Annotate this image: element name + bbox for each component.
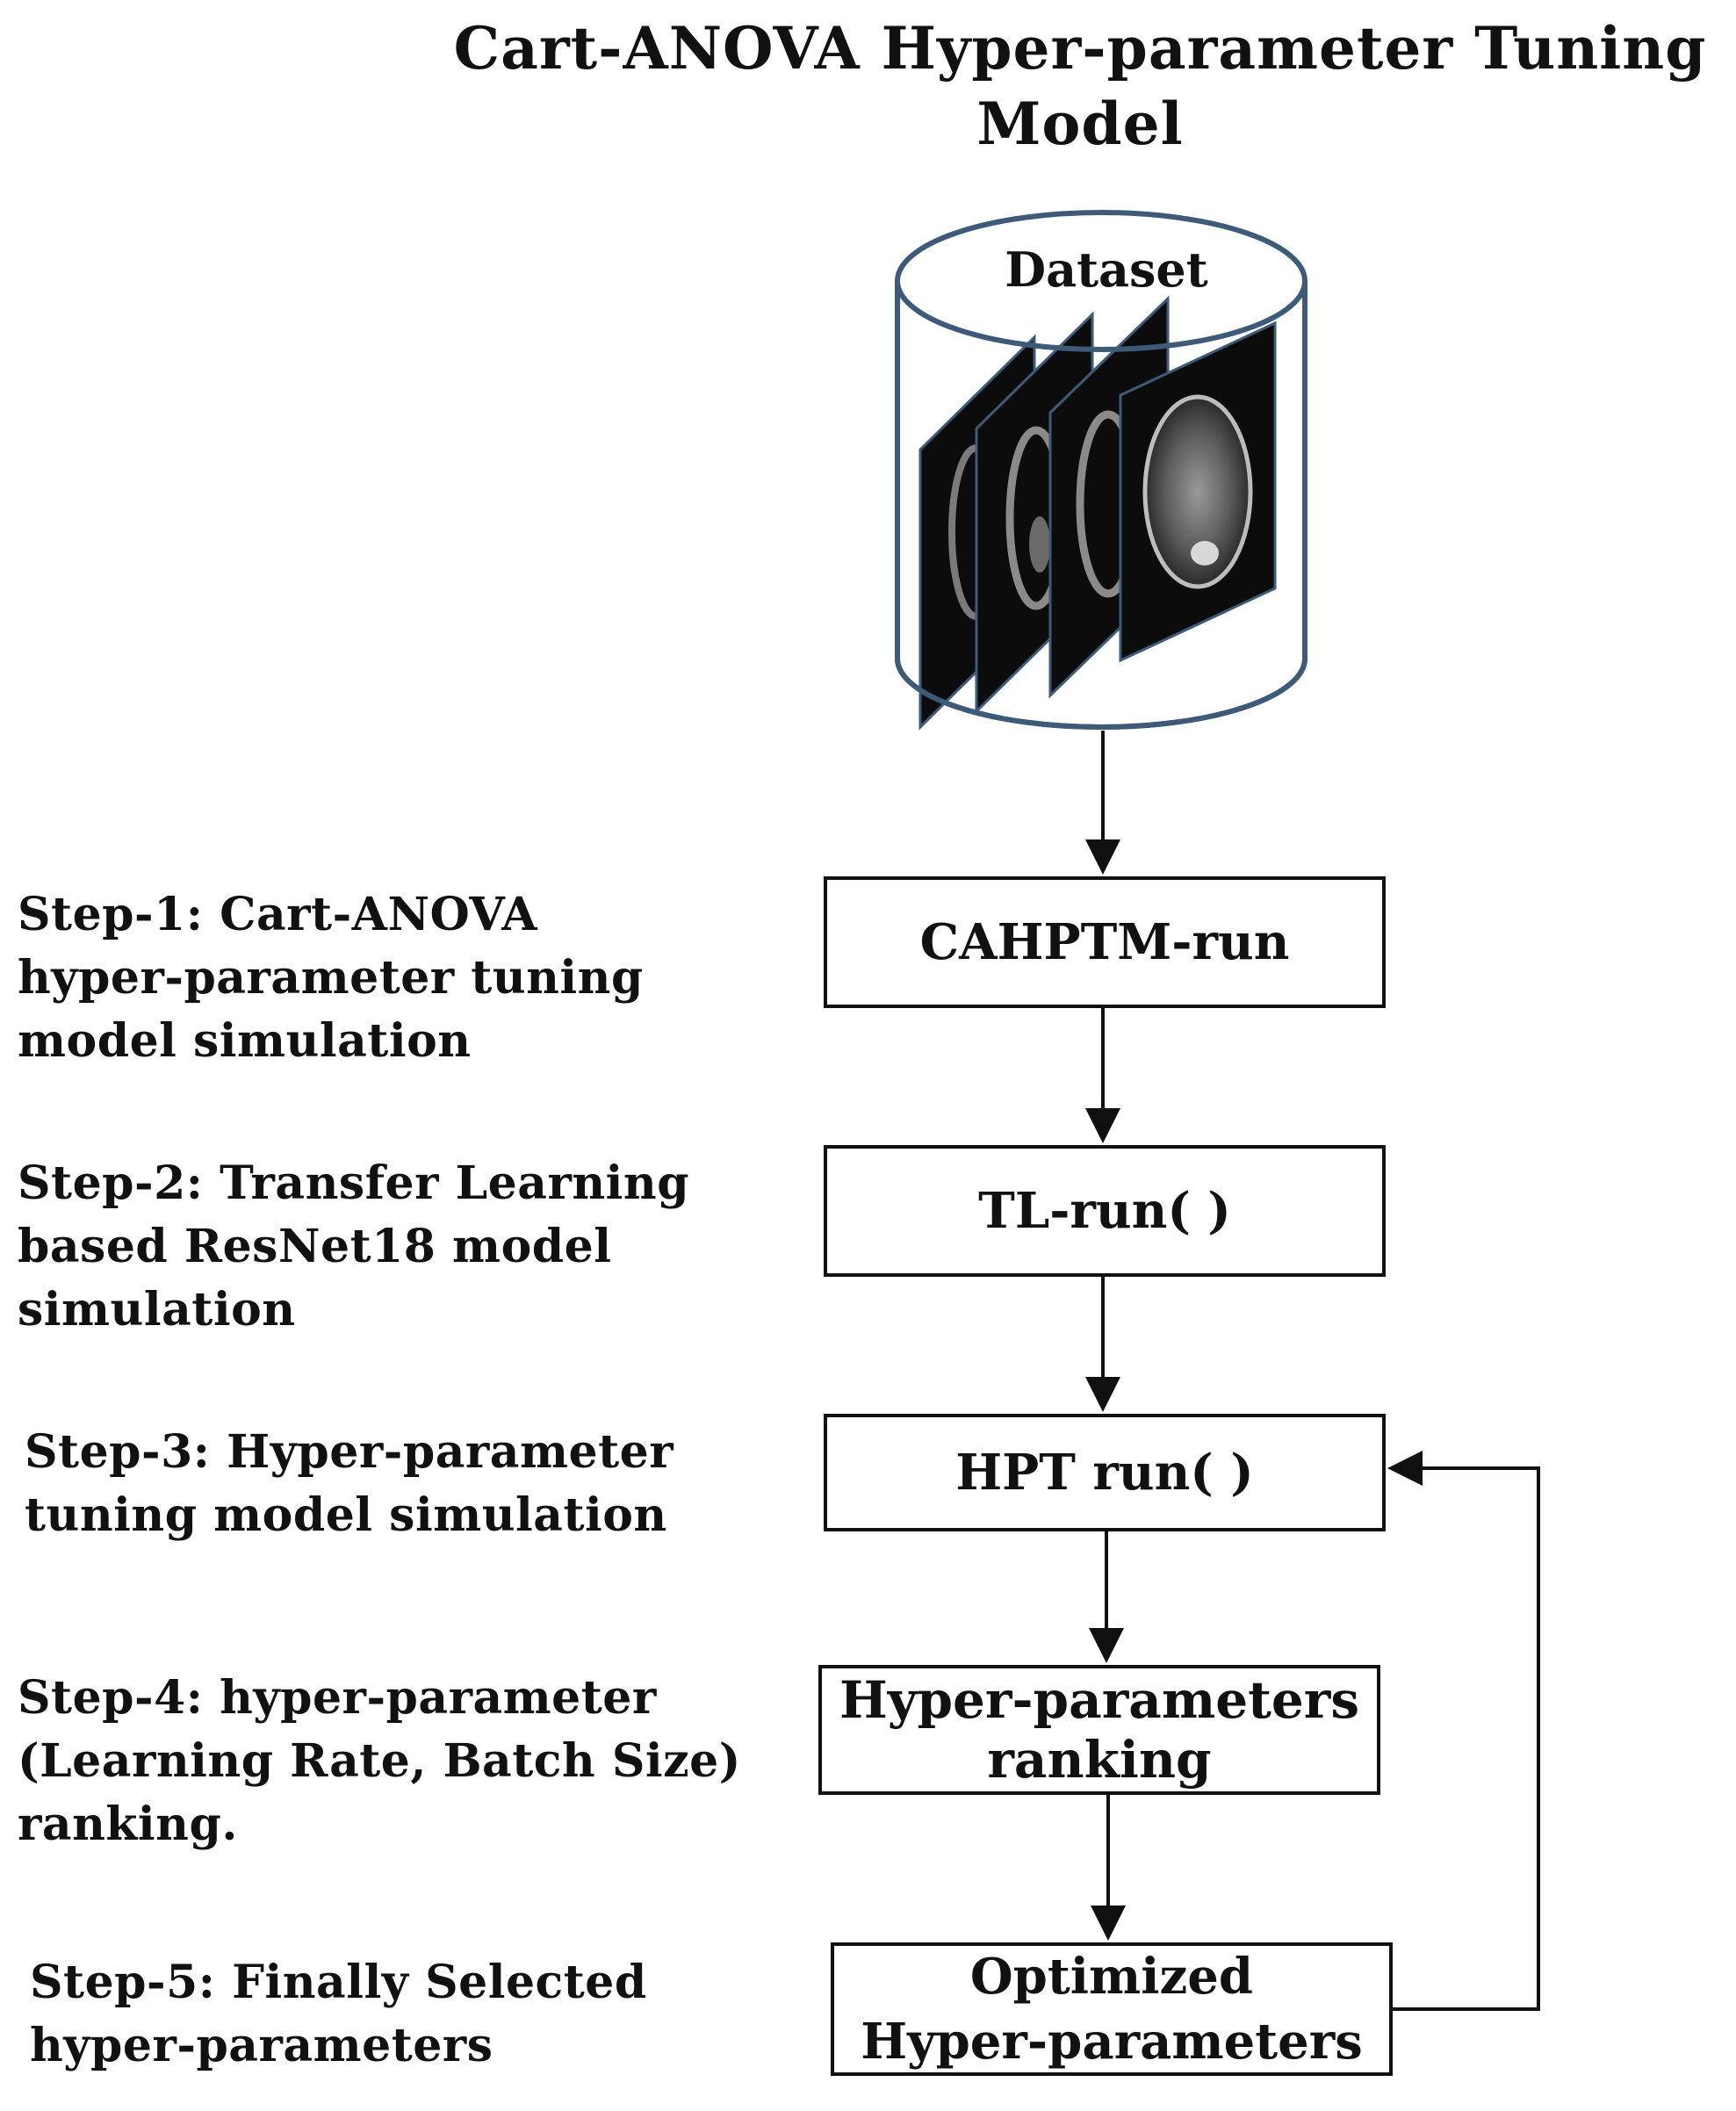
optimized-label-line-2: Hyper-parameters <box>861 2013 1363 2071</box>
cahptm-run-box: CAHPTM-run <box>824 876 1386 1008</box>
mri-slice-4 <box>1119 321 1277 663</box>
tl-run-box: TL-run( ) <box>824 1145 1386 1277</box>
step-3-description: Step-3: Hyper-parameter tuning model sim… <box>25 1425 674 1542</box>
cahptm-run-label: CAHPTM-run <box>919 913 1290 971</box>
cylinder-top-ellipse <box>895 210 1307 352</box>
ranking-label-line-1: Hyper-parameters <box>839 1670 1360 1730</box>
tl-run-label: TL-run( ) <box>978 1182 1231 1240</box>
optimized-label-line-1: Optimized <box>969 1948 1254 2006</box>
ranking-label-line-2: ranking <box>987 1730 1212 1790</box>
feedback-loop-arrow <box>1387 1451 1540 2011</box>
optimized-hyper-parameters-box: Optimized Hyper-parameters <box>831 1942 1393 2076</box>
step-4-description: Step-4: hyper-parameter (Learning Rate, … <box>18 1671 741 1851</box>
hpt-run-label: HPT run( ) <box>955 1444 1254 1502</box>
cylinder-front-arc <box>895 658 1307 730</box>
dataset-cylinder <box>895 210 1307 731</box>
dataset-label: Dataset <box>1005 241 1208 298</box>
hpt-run-box: HPT run( ) <box>824 1414 1386 1531</box>
step-1-description: Step-1: Cart-ANOVA hyper-parameter tunin… <box>18 888 644 1068</box>
hyper-parameters-ranking-box: Hyper-parameters ranking <box>818 1665 1380 1795</box>
diagram-title-line-2: Model <box>976 90 1184 158</box>
diagram-title-line-1: Cart-ANOVA Hyper-parameter Tuning <box>453 14 1707 83</box>
diagram-title: Cart-ANOVA Hyper-parameter Tuning Model <box>439 11 1721 162</box>
step-2-description: Step-2: Transfer Learning based ResNet18… <box>18 1156 690 1336</box>
step-5-description: Step-5: Finally Selected hyper-parameter… <box>30 1956 647 2072</box>
